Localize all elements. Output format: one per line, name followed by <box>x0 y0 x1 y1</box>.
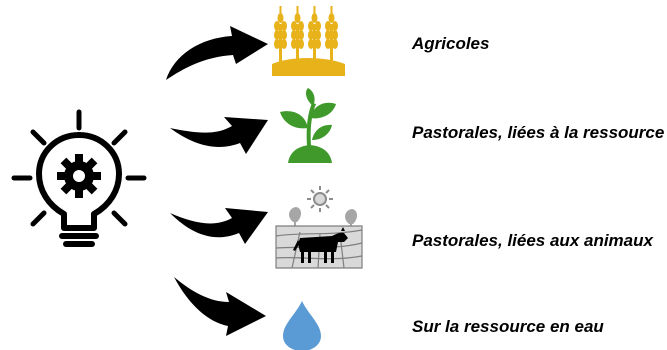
curved-arrow-icon <box>170 208 268 244</box>
curved-arrow-icon <box>166 26 268 80</box>
curved-arrow-icon <box>174 277 266 336</box>
label-pastorales-ressource: Pastorales, liées à la ressource <box>412 123 665 142</box>
label-ressource-eau: Sur la ressource en eau <box>412 317 604 336</box>
wheat-icon <box>272 6 345 76</box>
water-drop-icon <box>283 301 321 350</box>
cow-pasture-icon <box>275 186 363 269</box>
label-agricoles: Agricoles <box>412 34 490 53</box>
plant-sprout-icon <box>280 88 336 163</box>
label-pastorales-animaux: Pastorales, liées aux animaux <box>412 231 653 250</box>
lightbulb-gear-icon <box>11 109 147 247</box>
curved-arrow-icon <box>170 117 268 154</box>
